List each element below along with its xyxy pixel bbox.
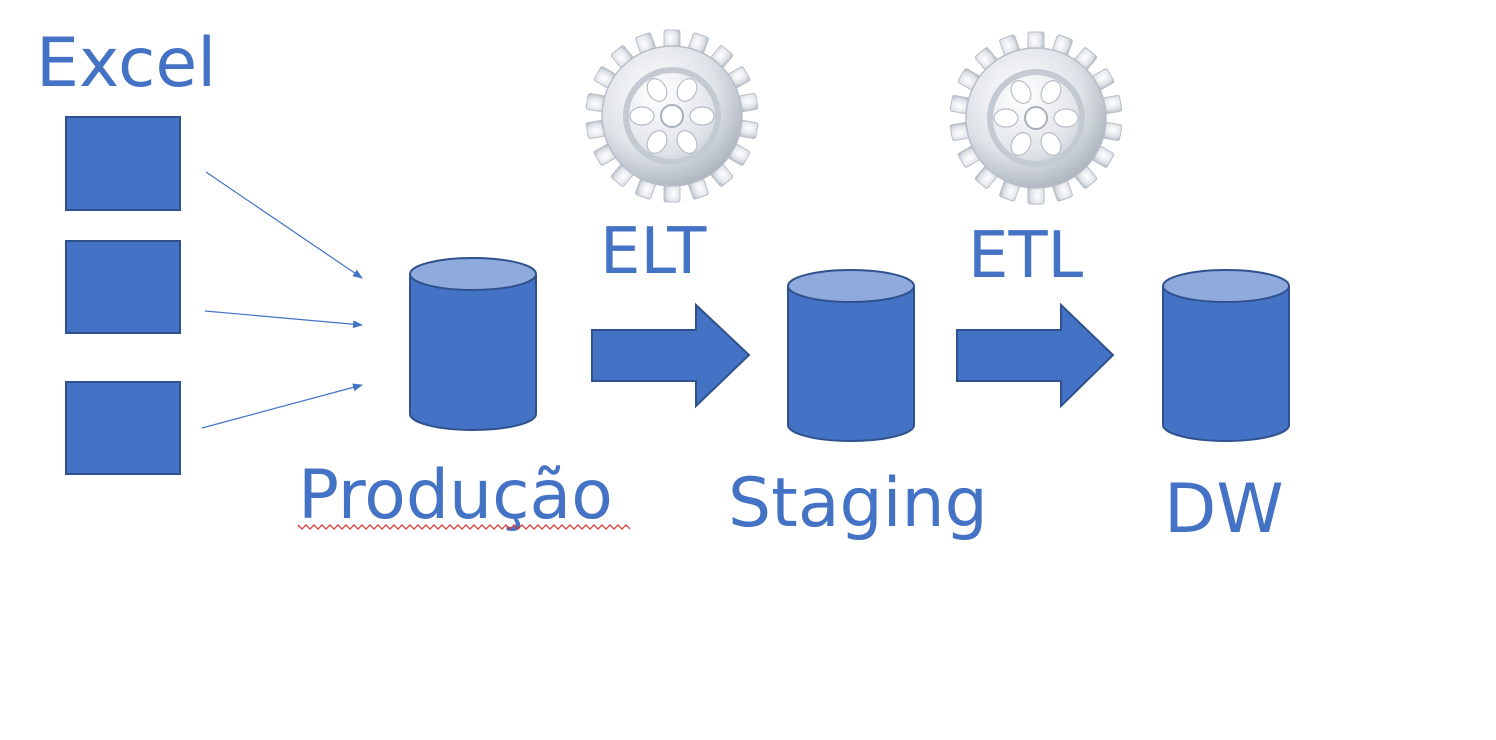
- elt-block-arrow: [591, 302, 751, 409]
- excel-source-3: [65, 381, 181, 475]
- dw-database-icon: [1162, 269, 1290, 442]
- connector-arrow-1: [205, 171, 363, 279]
- excel-source-1: [65, 116, 181, 211]
- producao-label: Produção: [298, 456, 613, 535]
- etl-block-arrow: [956, 302, 1115, 409]
- connector-arrow-3: [201, 383, 363, 429]
- staging-label: Staging: [728, 464, 988, 543]
- staging-database-icon: [787, 269, 915, 442]
- dw-label: DW: [1164, 470, 1284, 549]
- etl-label: ETL: [968, 219, 1084, 293]
- excel-label: Excel: [36, 24, 217, 103]
- spellcheck-underline: [298, 524, 630, 530]
- connector-arrow-2: [204, 310, 363, 329]
- producao-database-icon: [409, 257, 537, 431]
- elt-label: ELT: [600, 215, 707, 289]
- gear-icon: [585, 29, 759, 203]
- gear-icon: [949, 31, 1123, 205]
- excel-source-2: [65, 240, 181, 334]
